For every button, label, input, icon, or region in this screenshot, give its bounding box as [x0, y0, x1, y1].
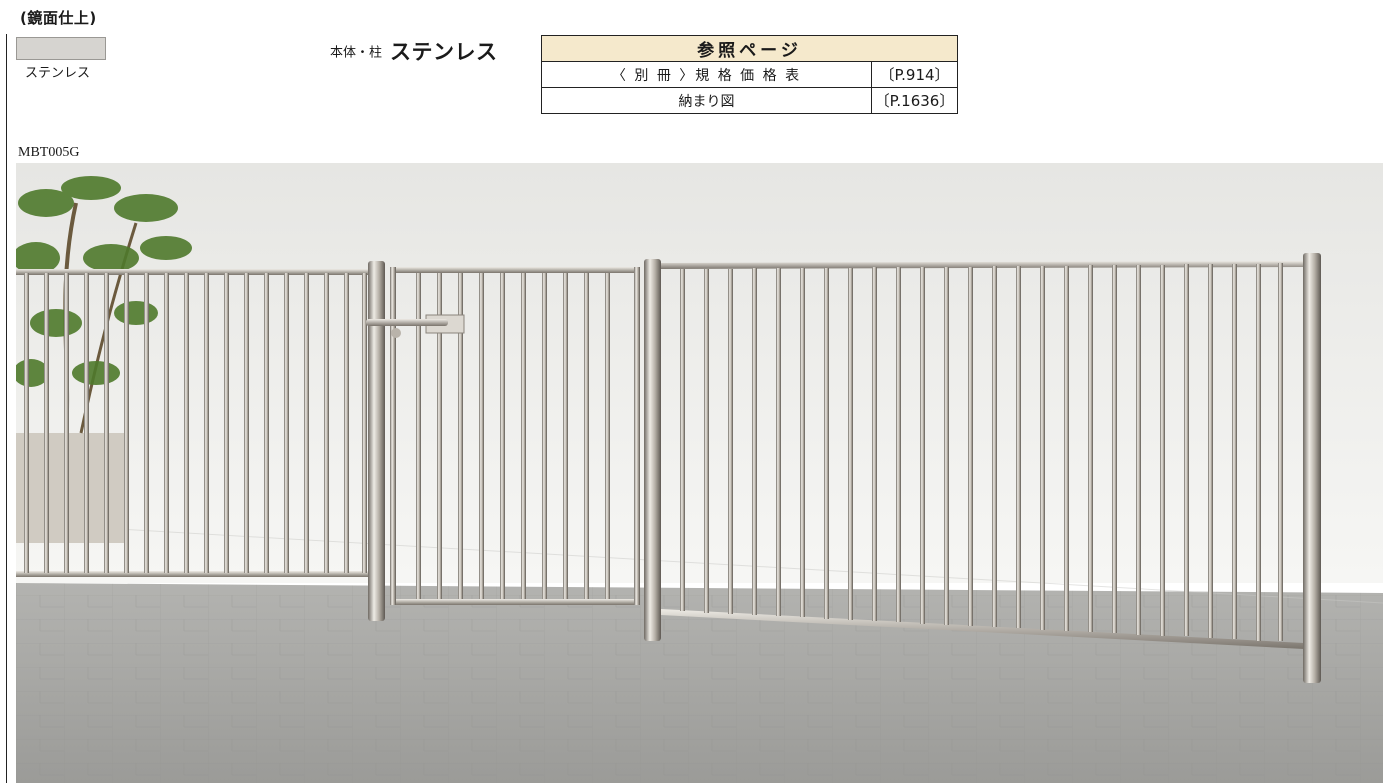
fence-post	[1303, 253, 1321, 683]
reference-table: 参照ページ 〈 別 冊 〉規 格 価 格 表 〔P.914〕 納まり図 〔P.1…	[541, 35, 958, 114]
reference-page: 〔P.914〕	[871, 61, 958, 88]
fence-post	[644, 259, 661, 641]
table-row: 〈 別 冊 〉規 格 価 格 表 〔P.914〕	[541, 61, 958, 88]
gate-latch	[366, 314, 465, 338]
fence-gate	[366, 267, 640, 605]
product-photo	[16, 163, 1383, 783]
fence-panel-left	[16, 269, 374, 577]
table-row: 納まり図 〔P.1636〕	[541, 87, 958, 114]
fence-panel-right	[661, 261, 1304, 649]
reference-page: 〔P.1636〕	[871, 87, 958, 114]
left-margin-rule	[6, 34, 7, 783]
finish-heading: (鏡面仕上)	[20, 9, 97, 27]
material-key: 本体・柱	[330, 45, 383, 61]
reference-table-header: 参照ページ	[541, 35, 958, 62]
color-swatch	[16, 37, 106, 60]
reference-label: 納まり図	[541, 87, 872, 114]
swatch-label: ステンレス	[25, 66, 91, 81]
reference-label: 〈 別 冊 〉規 格 価 格 表	[541, 61, 872, 88]
model-code: MBT005G	[18, 145, 80, 160]
plant-decoration	[16, 176, 192, 543]
material-spec: 本体・柱ステンレス	[330, 36, 498, 66]
material-value: ステンレス	[390, 40, 498, 64]
fence-post	[368, 261, 385, 621]
